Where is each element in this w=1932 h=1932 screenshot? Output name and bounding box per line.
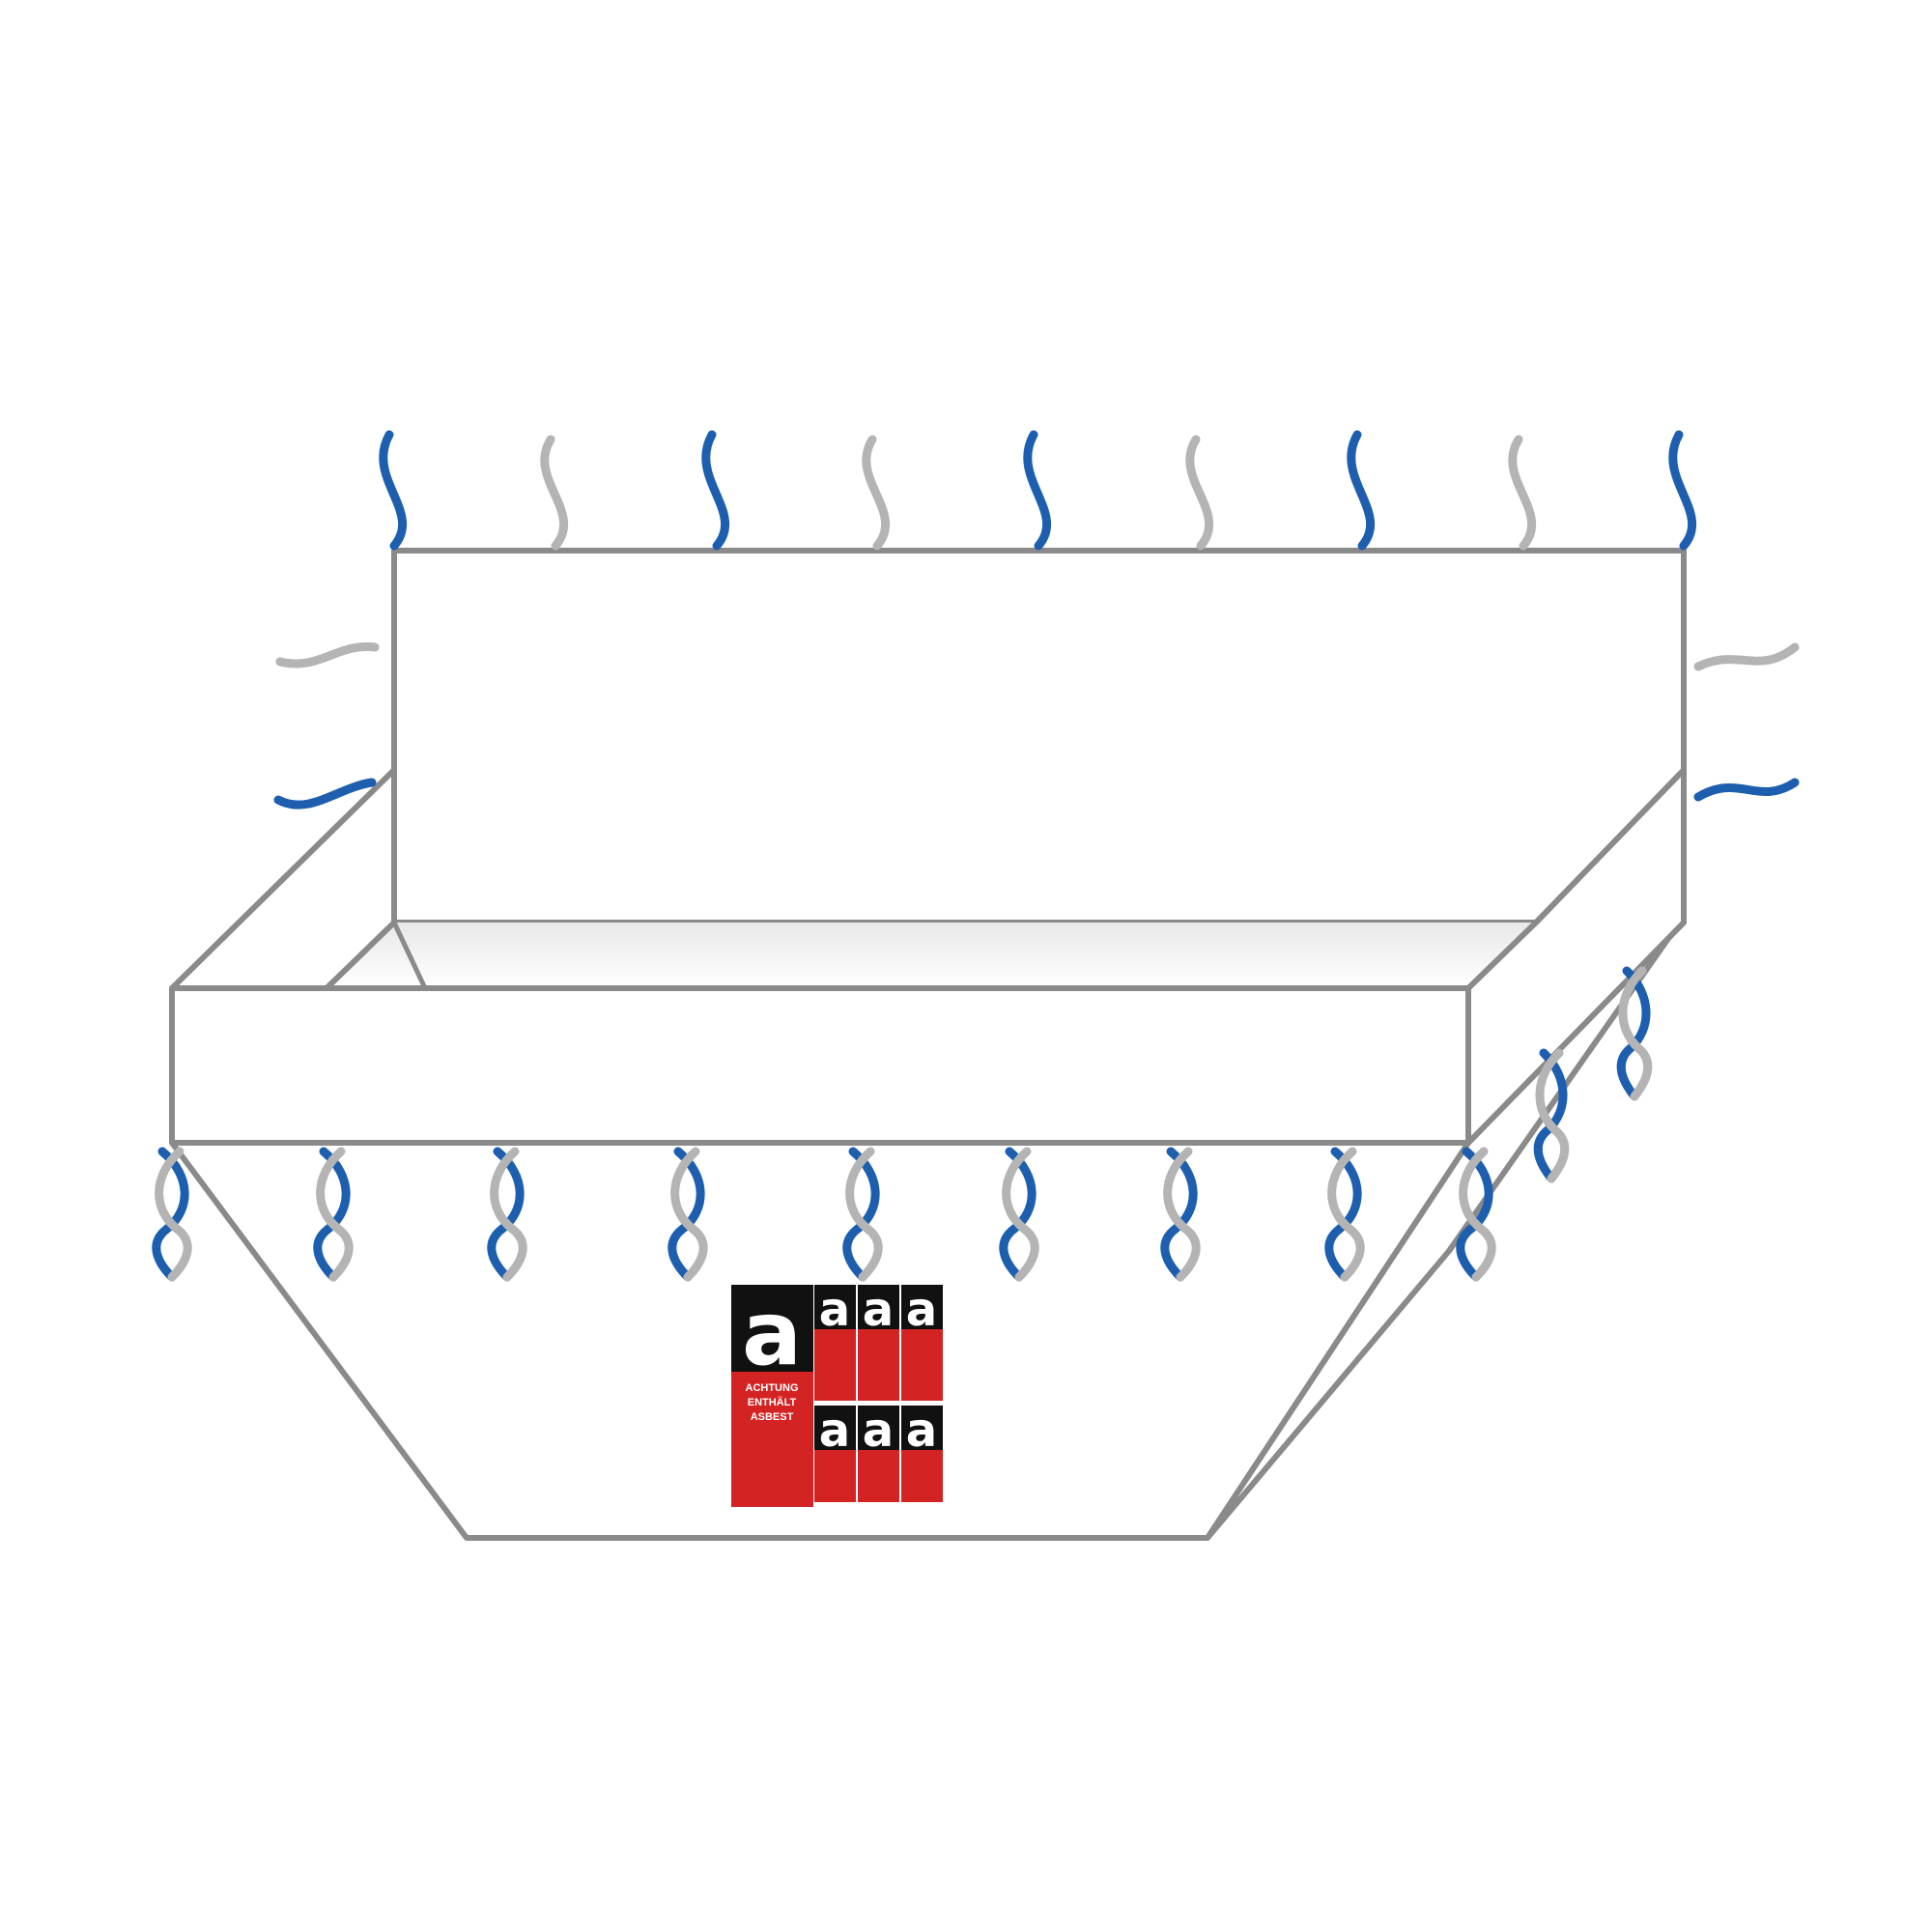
small-label-letter: a <box>906 1404 937 1458</box>
lower-tie-loop <box>1327 1147 1365 1282</box>
small-label-black <box>858 1285 899 1329</box>
small-label-letter: a <box>863 1404 894 1458</box>
side-lower-tie-loop <box>1618 966 1653 1101</box>
lower-tie-loop <box>155 1147 192 1282</box>
side-tie-loop <box>275 641 380 668</box>
top-tie-loop <box>379 430 408 551</box>
side-lower-tie-loop <box>1535 1048 1570 1183</box>
top-tie-loop <box>1023 430 1052 551</box>
lower-tie-loop <box>316 1147 354 1282</box>
small-label-red <box>858 1450 899 1502</box>
small-label-letter: a <box>863 1283 894 1337</box>
top-tie-loop <box>1668 430 1697 551</box>
lower-tie-loop <box>1163 1147 1201 1282</box>
lower-tie-loop <box>1160 1147 1198 1282</box>
lower-tie-loop <box>1456 1147 1493 1282</box>
side-tie-loop <box>1693 642 1800 671</box>
inner-corner-line <box>391 921 428 990</box>
top-tie-loop <box>701 430 730 551</box>
bag-back-panel <box>391 548 1687 925</box>
small-label-letter: a <box>819 1283 850 1337</box>
small-label-black <box>901 1285 943 1329</box>
small-label-black <box>814 1406 856 1450</box>
side-tie-loop <box>273 778 377 810</box>
lower-tie-loop <box>668 1147 705 1282</box>
lower-tie-loop <box>1459 1147 1496 1282</box>
small-label-letter: a <box>906 1283 937 1337</box>
lower-tie-loop <box>490 1147 527 1282</box>
label-large-red <box>731 1372 813 1507</box>
small-label-black <box>901 1406 943 1450</box>
lower-tie-loop <box>999 1147 1037 1282</box>
top-tie-loop <box>862 435 891 551</box>
top-tie-loop <box>540 435 569 551</box>
lower-tie-loop <box>152 1147 189 1282</box>
top-tie-loop <box>1185 435 1214 551</box>
lower-tie-loop <box>845 1147 883 1282</box>
small-label-red <box>814 1329 856 1401</box>
small-label-red <box>901 1329 943 1401</box>
tie-loops <box>152 430 1800 1282</box>
label-line-1: ACHTUNG <box>746 1382 799 1394</box>
lower-tie-loop <box>313 1147 351 1282</box>
side-tie-loop <box>1693 778 1800 802</box>
bag-front-band <box>169 985 1471 1146</box>
side-lower-tie-loop <box>1533 1048 1568 1183</box>
lower-tie-loop <box>1324 1147 1362 1282</box>
lower-tie-loop <box>670 1147 708 1282</box>
small-label-red <box>814 1450 856 1502</box>
label-large-letter: a <box>742 1282 802 1385</box>
lower-tie-loop <box>1002 1147 1039 1282</box>
small-label-letter: a <box>819 1404 850 1458</box>
top-tie-loop <box>1347 430 1376 551</box>
bag-interior <box>172 923 1536 988</box>
small-label-red <box>901 1450 943 1502</box>
small-label-red <box>858 1329 899 1401</box>
lower-tie-loop <box>842 1147 880 1282</box>
label-line-3: ASBEST <box>751 1411 794 1423</box>
lower-tie-loop <box>487 1147 525 1282</box>
small-label-black <box>858 1406 899 1450</box>
small-label-black <box>814 1285 856 1329</box>
side-lower-tie-loop <box>1616 966 1651 1101</box>
top-tie-loop <box>1508 435 1537 551</box>
label-line-2: ENTHÄLT <box>748 1396 797 1408</box>
